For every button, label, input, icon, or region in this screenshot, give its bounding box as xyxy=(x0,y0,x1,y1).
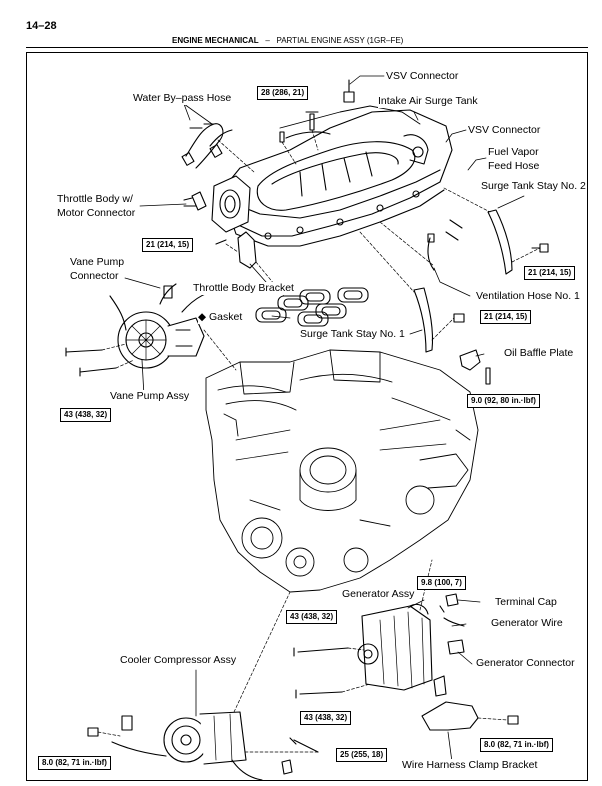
label-vsv-connector-top: VSV Connector xyxy=(386,70,459,83)
label-wire-harness-clamp-bracket: Wire Harness Clamp Bracket xyxy=(402,759,538,772)
diagram-frame xyxy=(26,52,588,781)
bolt-21-stay2-drawing xyxy=(531,243,549,253)
label-gasket: ◆ Gasket xyxy=(198,311,243,324)
bolt-21-throttle-drawing xyxy=(215,239,227,245)
torque-box-25: 25 (255, 18) xyxy=(336,748,388,762)
label-surge-tank-stay-no1: Surge Tank Stay No. 1 xyxy=(300,328,405,341)
label-terminal-cap: Terminal Cap xyxy=(495,596,557,609)
label-fuel-vapor-feed-hose-line1: Fuel Vapor xyxy=(488,146,539,159)
vsv-connector-top-drawing xyxy=(343,79,355,103)
intake-air-surge-tank-drawing xyxy=(221,105,453,247)
water-bypass-hose-drawing xyxy=(181,123,233,169)
page-header: ENGINE MECHANICAL – PARTIAL ENGINE ASSY … xyxy=(172,36,403,45)
page-number: 14–28 xyxy=(26,20,57,32)
bolt-43-gen-top-drawing xyxy=(293,647,349,657)
compressor-fitting-drawing xyxy=(281,759,293,775)
ventilation-hose-drawing xyxy=(427,237,435,271)
label-fuel-vapor-feed-hose-line2: Feed Hose xyxy=(488,160,540,173)
label-throttle-body-bracket: Throttle Body Bracket xyxy=(193,282,294,295)
torque-box-43-gen-top: 43 (438, 32) xyxy=(286,610,338,624)
label-generator-assy: Generator Assy xyxy=(342,588,415,601)
torque-box-9-8-terminal: 9.8 (100, 7) xyxy=(417,576,466,590)
engine-block-drawing xyxy=(205,349,479,593)
torque-box-21-throttle: 21 (214, 15) xyxy=(142,238,194,252)
torque-box-43-gen-bottom: 43 (438, 32) xyxy=(300,711,352,725)
torque-box-8-compressor: 8.0 (82, 71 in.·lbf) xyxy=(38,756,111,770)
torque-box-8-bracket: 8.0 (82, 71 in.·lbf) xyxy=(480,738,553,752)
generator-connector-drawing xyxy=(447,639,465,655)
bolt-28-drawing xyxy=(279,131,285,143)
subsection-title: PARTIAL ENGINE ASSY (1GR–FE) xyxy=(276,36,404,45)
bolt-vane-upper-drawing xyxy=(65,347,103,357)
label-throttle-body-line2: Motor Connector xyxy=(57,207,136,220)
wire-harness-clamp-bracket-drawing xyxy=(421,701,479,731)
nut-9-8-drawing xyxy=(439,605,445,613)
generator-assy-drawing xyxy=(357,603,433,691)
surge-tank-stay-no1-drawing xyxy=(413,287,434,353)
gasket-diamond-icon: ◆ xyxy=(198,311,207,323)
bolt-8-compressor-drawing xyxy=(87,727,99,737)
ventilation-hose-end-drawing xyxy=(427,233,435,243)
label-generator-wire: Generator Wire xyxy=(491,617,563,630)
surge-tank-stay-no2-drawing xyxy=(487,209,513,275)
label-vane-pump-assy: Vane Pump Assy xyxy=(110,390,190,403)
bolt-vane-lower-drawing xyxy=(79,367,117,377)
label-surge-tank-stay-no2: Surge Tank Stay No. 2 xyxy=(481,180,586,193)
label-vsv-connector-right: VSV Connector xyxy=(468,124,541,137)
section-title: ENGINE MECHANICAL xyxy=(172,36,259,45)
label-vane-pump-connector-line1: Vane Pump xyxy=(70,256,125,269)
terminal-cap-drawing xyxy=(445,593,459,607)
header-rule xyxy=(26,47,588,48)
oil-baffle-plate-drawing xyxy=(459,349,481,371)
header-separator: – xyxy=(265,36,270,45)
label-vane-pump-connector-line2: Connector xyxy=(70,270,119,283)
label-cooler-compressor-assy: Cooler Compressor Assy xyxy=(120,654,237,667)
gasket-drawing xyxy=(255,287,369,327)
bolt-8-bracket-drawing xyxy=(507,715,519,725)
throttle-body-drawing xyxy=(183,175,251,233)
vane-pump-drawing xyxy=(109,283,225,369)
torque-box-21-stay2: 21 (214, 15) xyxy=(524,266,576,280)
bolt-43-gen-bottom-drawing xyxy=(295,689,343,699)
stud-bolt-drawing xyxy=(305,111,319,131)
generator-wire-drawing xyxy=(443,617,465,627)
bolt-9-baffle-drawing xyxy=(485,367,491,385)
torque-box-9-baffle: 9.0 (92, 80 in.·lbf) xyxy=(467,394,540,408)
torque-box-21-stay1: 21 (214, 15) xyxy=(480,310,532,324)
fuel-vapor-feed-hose-drawing xyxy=(445,219,463,241)
throttle-body-bracket-drawing xyxy=(237,231,257,269)
torque-box-43-vane: 43 (438, 32) xyxy=(60,408,112,422)
clamp-upper-drawing xyxy=(433,675,447,697)
torque-box-28: 28 (286, 21) xyxy=(257,86,309,100)
bolt-25-drawing xyxy=(289,737,319,753)
label-intake-air-surge-tank: Intake Air Surge Tank xyxy=(378,95,478,108)
leader-lines xyxy=(124,75,525,763)
bolt-21-stay1-drawing xyxy=(453,313,465,323)
label-throttle-body-line1: Throttle Body w/ xyxy=(57,193,133,206)
label-water-bypass-hose: Water By–pass Hose xyxy=(133,92,232,105)
label-gasket-text: Gasket xyxy=(209,311,243,323)
label-oil-baffle-plate: Oil Baffle Plate xyxy=(504,347,574,360)
cooler-compressor-drawing xyxy=(111,711,263,781)
label-generator-connector: Generator Connector xyxy=(476,657,575,670)
label-ventilation-hose-no1: Ventilation Hose No. 1 xyxy=(476,290,580,303)
